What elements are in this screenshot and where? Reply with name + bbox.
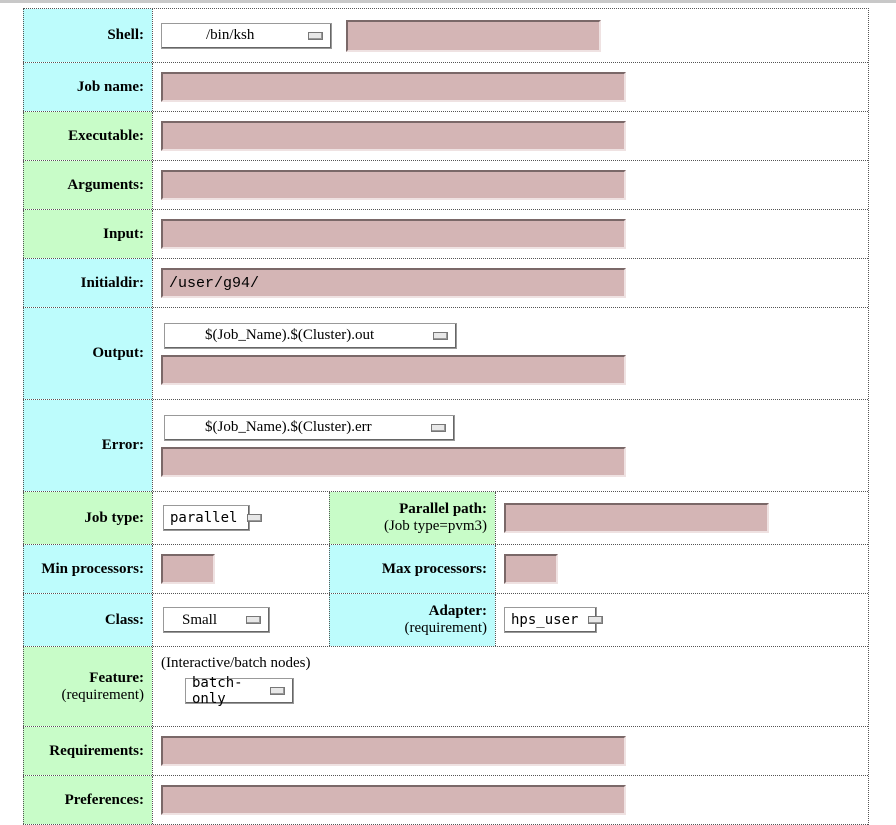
job-name-row: Job name: xyxy=(23,63,868,112)
top-border xyxy=(0,0,896,3)
requirements-label: Requirements: xyxy=(23,727,152,775)
preferences-label: Preferences: xyxy=(23,776,152,824)
processors-row: Min processors: Max processors: xyxy=(23,545,868,594)
input-row: Input: xyxy=(23,210,868,259)
job-name-field[interactable] xyxy=(161,72,626,102)
error-label: Error: xyxy=(23,400,152,491)
requirements-field[interactable] xyxy=(161,736,626,766)
shell-row: Shell: /bin/ksh xyxy=(23,9,868,63)
parallel-path-field[interactable] xyxy=(504,503,769,533)
option-menu-indicator-icon xyxy=(431,423,446,432)
output-field[interactable] xyxy=(161,354,626,385)
error-menu[interactable]: $(Job_Name).$(Cluster).err xyxy=(164,414,455,441)
max-processors-field[interactable] xyxy=(504,554,558,584)
input-field[interactable] xyxy=(161,219,626,249)
parallel-path-sublabel: (Job type=pvm3) xyxy=(383,518,487,534)
adapter-menu[interactable]: hps_user xyxy=(504,607,604,633)
option-menu-indicator-icon xyxy=(308,31,323,40)
option-menu-indicator-icon xyxy=(433,331,448,340)
input-label: Input: xyxy=(23,210,152,258)
feature-label: Feature: (requirement) xyxy=(23,647,152,726)
error-row: Error: $(Job_Name).$(Cluster).err xyxy=(23,400,868,492)
adapter-sublabel: (requirement) xyxy=(404,620,487,636)
feature-menu[interactable]: batch-only xyxy=(185,675,294,707)
parallel-path-label: Parallel path: (Job type=pvm3) xyxy=(329,492,495,544)
shell-field[interactable] xyxy=(346,19,601,52)
feature-sublabel: (requirement) xyxy=(61,686,144,703)
executable-field[interactable] xyxy=(161,121,626,151)
job-type-row: Job type: parallel Parallel path: (Job t… xyxy=(23,492,868,545)
job-form: Shell: /bin/ksh Job name: Executable: Ar… xyxy=(23,8,869,825)
option-menu-indicator-icon xyxy=(588,616,604,624)
preferences-row: Preferences: xyxy=(23,776,868,825)
job-type-label: Job type: xyxy=(23,492,152,544)
shell-label: Shell: xyxy=(23,9,152,62)
option-menu-indicator-icon xyxy=(247,514,263,522)
job-name-label: Job name: xyxy=(23,63,152,111)
arguments-label: Arguments: xyxy=(23,161,152,209)
executable-row: Executable: xyxy=(23,112,868,161)
job-type-menu[interactable]: parallel xyxy=(163,505,263,531)
feature-hint: (Interactive/batch nodes) xyxy=(161,655,311,671)
class-label: Class: xyxy=(23,594,152,646)
option-menu-indicator-icon xyxy=(270,687,285,695)
feature-row: Feature: (requirement) (Interactive/batc… xyxy=(23,647,868,727)
min-processors-label: Min processors: xyxy=(23,545,152,593)
arguments-field[interactable] xyxy=(161,170,626,200)
preferences-field[interactable] xyxy=(161,785,626,815)
arguments-row: Arguments: xyxy=(23,161,868,210)
output-label: Output: xyxy=(23,308,152,399)
min-processors-field[interactable] xyxy=(161,554,215,584)
initialdir-label: Initialdir: xyxy=(23,259,152,307)
initialdir-row: Initialdir: /user/g94/ xyxy=(23,259,868,308)
output-menu[interactable]: $(Job_Name).$(Cluster).out xyxy=(164,322,457,349)
executable-label: Executable: xyxy=(23,112,152,160)
option-menu-indicator-icon xyxy=(246,616,261,624)
class-row: Class: Small Adapter: (requirement) hps_… xyxy=(23,594,868,647)
output-row: Output: $(Job_Name).$(Cluster).out xyxy=(23,308,868,400)
adapter-label: Adapter: (requirement) xyxy=(329,594,495,646)
requirements-row: Requirements: xyxy=(23,727,868,776)
class-menu[interactable]: Small xyxy=(163,607,270,633)
error-field[interactable] xyxy=(161,446,626,477)
max-processors-label: Max processors: xyxy=(329,545,495,593)
shell-menu[interactable]: /bin/ksh xyxy=(161,22,332,49)
initialdir-field[interactable]: /user/g94/ xyxy=(161,268,626,298)
